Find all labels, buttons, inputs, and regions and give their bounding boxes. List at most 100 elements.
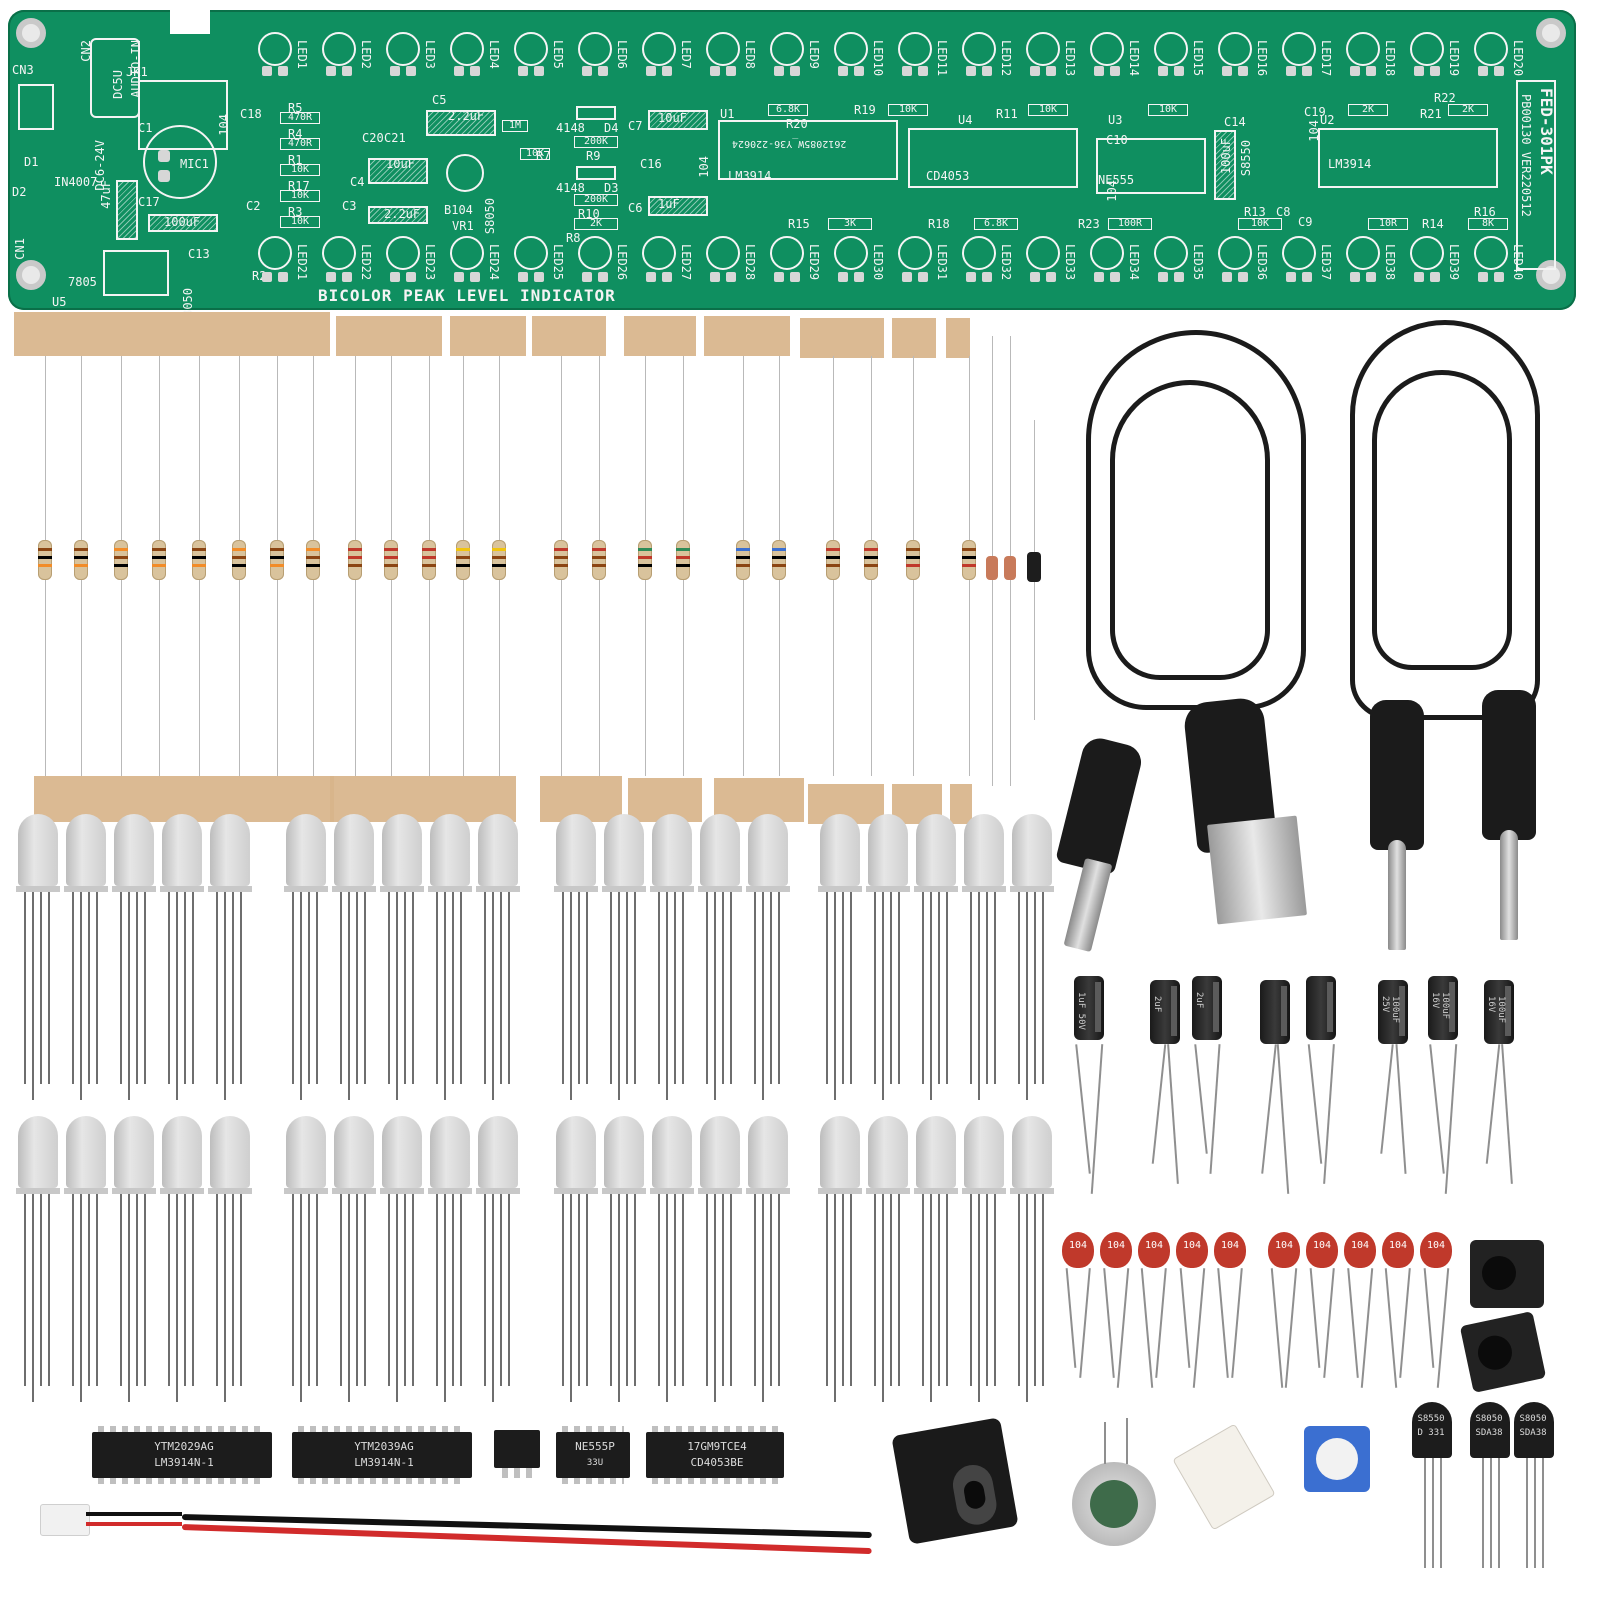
resistor-ref: R4 [288,127,303,141]
led-lead [436,892,438,1084]
resistor [232,540,246,580]
electrolytic-capacitor: 100uF 16V [1428,976,1458,1040]
resistor-ref: R18 [928,217,950,231]
led-lead [396,1194,398,1402]
mounting-hole [16,260,46,290]
led-footprint [386,236,420,270]
led-ref: LED13 [1063,40,1077,77]
led-pad [774,272,784,282]
led-footprint [1154,32,1188,66]
led-rim [428,886,472,892]
mounting-hole [1536,260,1566,290]
resistor [306,540,320,580]
led-footprint [1090,32,1124,66]
bicolor-led [160,814,204,1100]
u4-part: CD4053 [926,169,970,183]
color-band [736,548,750,551]
led-dome [700,814,740,886]
led-lead [88,892,90,1084]
resistor [906,540,920,580]
led-footprint [386,32,420,66]
led-ref: LED38 [1383,244,1397,281]
led-pad [406,272,416,282]
resistor-ref: R5 [288,101,303,115]
led-rim [208,1188,252,1194]
led-lead [48,892,50,1084]
led-dome [334,814,374,886]
led-rim [818,1188,862,1194]
led-footprint [962,236,996,270]
cap-value: 2.2uF [384,207,421,221]
bicolor-led [112,1116,156,1402]
led-lead [578,1194,580,1386]
cap-ref: C10 [1106,133,1128,147]
led-pad [774,66,784,76]
resistor [772,540,786,580]
led-lead [874,1194,876,1386]
led-lead [96,892,98,1084]
resistor-footprint: 10K [1238,218,1282,230]
led-lead [834,1194,836,1402]
capacitor-lead [1261,1044,1277,1174]
color-band [736,556,750,559]
led-dome [820,814,860,886]
led-lead [404,892,406,1084]
led-pad [726,272,736,282]
transistor-lead [1432,1458,1434,1568]
color-band [554,548,568,551]
capacitor-lead [1444,1044,1458,1194]
diode-1n4007 [1027,552,1041,582]
ceramic-capacitor: 104 [1100,1232,1132,1268]
red-wire [86,1522,182,1526]
led-rim [476,886,520,892]
led-lead [340,892,342,1084]
led-rim [16,1188,60,1194]
bicolor-led [476,814,520,1100]
resistor-ref: R17 [288,179,310,193]
chip-marking: YTM2029AG [154,1440,214,1453]
led-ref: LED29 [807,244,821,281]
led-lead [176,892,178,1100]
led-lead [634,1194,636,1386]
led-lead [452,892,454,1084]
resistor-footprint: 470R [280,112,320,124]
resistor-ref: R23 [1078,217,1100,231]
led-lead [224,892,226,1100]
capacitor-lead [1501,1044,1513,1184]
led-ref: LED4 [487,40,501,69]
resistor-ref: R19 [854,103,876,117]
led-pad [1366,272,1376,282]
diode-label: IN4007 [54,175,98,189]
led-dome [1012,1116,1052,1188]
capacitor-lead [1380,1044,1394,1154]
cap-value: 47uF [99,180,113,209]
led-pad [902,272,912,282]
board-title: BICOLOR PEAK LEVEL INDICATOR [318,286,616,305]
bicolor-led [64,814,108,1100]
cap-value: 104 [1307,120,1321,142]
bicolor-led [818,814,862,1100]
led-pad [1174,272,1184,282]
led-ref: LED11 [935,40,949,77]
ceramic-capacitor: 104 [1420,1232,1452,1268]
led-pad [1478,66,1488,76]
bicolor-led [602,814,646,1100]
color-band [826,556,840,559]
color-band [422,564,436,567]
cap-value: 104 [697,156,711,178]
polarity-stripe [1213,982,1219,1032]
led-ref: LED8 [743,40,757,69]
dc-jack [1459,1311,1547,1393]
led-pad [598,272,608,282]
led-lead [882,1194,884,1402]
cap-ref: C19 [1304,105,1326,119]
capacitor-lead [1270,1268,1284,1388]
led-lead [586,1194,588,1386]
resistor-footprint: 200K [574,194,618,206]
led-footprint [1026,236,1060,270]
led-dome [556,1116,596,1188]
resistor [384,540,398,580]
led-pad [278,272,288,282]
led-rim [962,886,1006,892]
color-band [192,556,206,559]
